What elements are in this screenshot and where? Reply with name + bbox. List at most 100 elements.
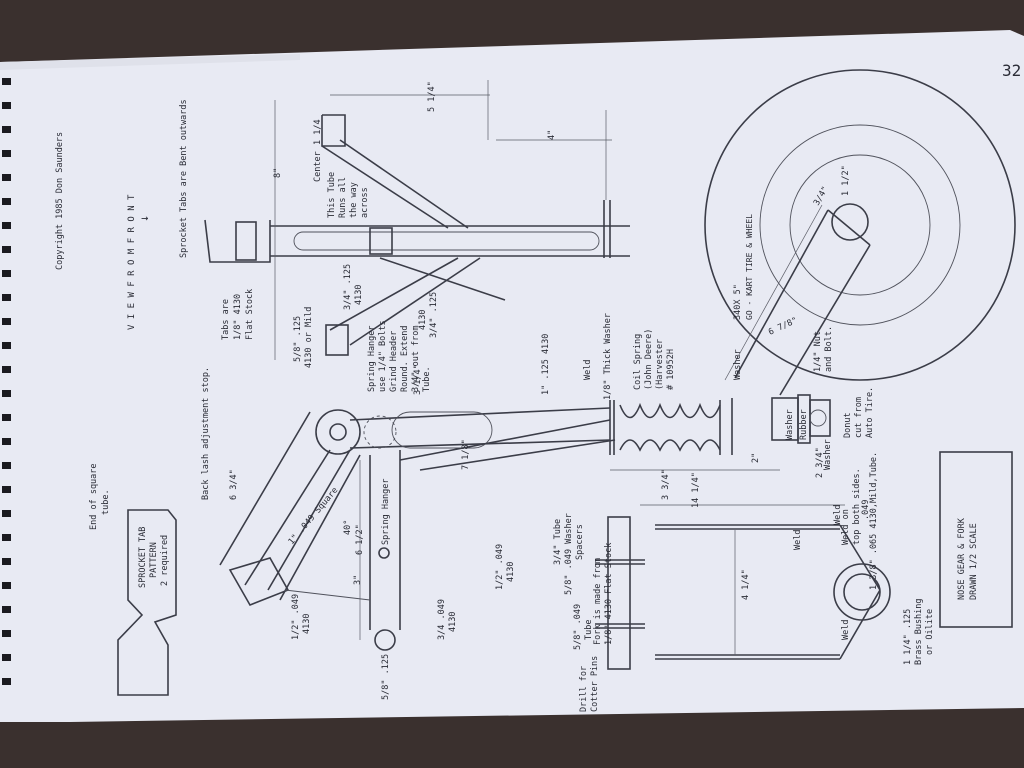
nose-gear-drawing xyxy=(117,69,1016,696)
page-number: 32 xyxy=(1002,61,1021,80)
svg-text:4130 or Mild: 4130 or Mild xyxy=(304,307,314,368)
svg-text:Spring Hanger: Spring Hanger xyxy=(367,325,377,392)
paper-sheet xyxy=(0,30,1024,722)
svg-text:1 3/8" .065 4130,Mild,Tube.: 1 3/8" .065 4130,Mild,Tube. xyxy=(869,452,879,590)
svg-text:6 3/4": 6 3/4" xyxy=(229,469,239,500)
svg-text:Cotter Pins: Cotter Pins xyxy=(590,656,600,712)
svg-text:Weld: Weld xyxy=(841,620,851,640)
svg-text:Drill for: Drill for xyxy=(579,666,589,712)
svg-text:1/8" 4130 Flat Stock: 1/8" 4130 Flat Stock xyxy=(604,543,614,645)
svg-text:Grind Header: Grind Header xyxy=(389,331,399,392)
svg-text:Weld: Weld xyxy=(833,505,843,525)
svg-text:4 1/4": 4 1/4" xyxy=(741,569,751,600)
svg-text:Coil Spring: Coil Spring xyxy=(633,334,643,390)
svg-text:PATTERN: PATTERN xyxy=(149,542,159,578)
svg-text:or Oilite: or Oilite xyxy=(925,609,935,655)
svg-text:1 1/4" .125: 1 1/4" .125 xyxy=(903,609,913,665)
svg-text:4130: 4130 xyxy=(354,285,364,305)
svg-text:340X 5": 340X 5" xyxy=(733,284,743,320)
svg-text:# 10952H: # 10952H xyxy=(666,349,676,390)
svg-text:5/8" .125: 5/8" .125 xyxy=(381,654,391,700)
svg-text:40°: 40° xyxy=(343,520,353,535)
svg-text:Weld: Weld xyxy=(583,360,593,380)
svg-text:2": 2" xyxy=(751,453,761,463)
title-box xyxy=(939,451,1013,628)
svg-text:2 required: 2 required xyxy=(160,535,170,586)
svg-text:End of square: End of square xyxy=(89,463,99,530)
svg-text:14 1/4": 14 1/4" xyxy=(691,472,701,508)
svg-text:7 1/8": 7 1/8" xyxy=(461,439,471,470)
svg-text:Runs all: Runs all xyxy=(338,177,348,218)
svg-text:and Bolt.: and Bolt. xyxy=(824,326,834,372)
spiral-binding xyxy=(2,78,11,685)
svg-text:1 1/4: 1 1/4 xyxy=(313,119,323,145)
view-title: V I E W F R O M F R O N T xyxy=(127,194,137,330)
svg-text:across: across xyxy=(360,187,370,218)
svg-text:2 3/4": 2 3/4" xyxy=(815,447,825,478)
svg-text:1 1/2": 1 1/2" xyxy=(841,165,851,196)
svg-text:cut from: cut from xyxy=(854,397,864,438)
svg-text:Brass Bushing: Brass Bushing xyxy=(914,598,924,665)
svg-text:(Harvester: (Harvester xyxy=(655,339,665,390)
svg-text:Weld on: Weld on xyxy=(841,509,851,545)
svg-text:4130: 4130 xyxy=(448,612,458,632)
svg-text:tube.: tube. xyxy=(101,489,111,515)
svg-text:Round. Extend: Round. Extend xyxy=(400,325,410,392)
svg-text:1/4" Nut: 1/4" Nut xyxy=(813,331,823,372)
svg-text:3": 3" xyxy=(353,575,363,585)
svg-text:5/8" .049 Washer: 5/8" .049 Washer xyxy=(564,513,574,595)
svg-text:GO - KART TIRE & WHEEL: GO - KART TIRE & WHEEL xyxy=(745,214,754,320)
drawing-title: NOSE GEAR & FORK xyxy=(957,517,967,600)
svg-text:Tube.: Tube. xyxy=(422,366,432,392)
svg-text:1/8" 4130: 1/8" 4130 xyxy=(233,294,243,340)
svg-text:1/8" Thick Washer: 1/8" Thick Washer xyxy=(603,313,613,400)
svg-text:the way: the way xyxy=(349,182,359,218)
svg-text:Spacers: Spacers xyxy=(575,524,585,560)
svg-text:Weld: Weld xyxy=(793,530,803,550)
svg-text:Fork is made from: Fork is made from xyxy=(593,558,603,645)
svg-text:1/2" .049: 1/2" .049 xyxy=(291,594,301,640)
svg-text:Rubber: Rubber xyxy=(799,409,809,440)
svg-text:4130: 4130 xyxy=(418,310,428,330)
svg-text:Center: Center xyxy=(313,151,323,182)
svg-text:3 3/4": 3 3/4" xyxy=(661,469,671,500)
copyright: Copyright 1985 Don Saunders xyxy=(55,132,65,270)
svg-text:.049: .049 xyxy=(861,500,871,520)
svg-text:6 1/2": 6 1/2" xyxy=(355,524,365,555)
svg-text:3/4 .049: 3/4 .049 xyxy=(437,599,447,640)
svg-text:This Tube: This Tube xyxy=(327,172,337,218)
svg-text:3 1/4": 3 1/4" xyxy=(413,364,423,395)
svg-text:SPROCKET TAB: SPROCKET TAB xyxy=(138,527,148,588)
svg-text:Tube: Tube xyxy=(584,620,594,640)
svg-text:3/4" .125: 3/4" .125 xyxy=(343,264,353,310)
svg-text:Spring Hanger: Spring Hanger xyxy=(381,478,391,545)
svg-text:1" .125 4130: 1" .125 4130 xyxy=(541,334,551,395)
drawing-scale: DRAWN 1/2 SCALE xyxy=(969,523,979,600)
svg-text:Flat Stock: Flat Stock xyxy=(245,289,255,340)
svg-text:4130: 4130 xyxy=(302,614,312,634)
svg-text:3/4" .125: 3/4" .125 xyxy=(429,292,439,338)
svg-text:5 1/4": 5 1/4" xyxy=(427,81,437,112)
svg-text:3/4" out from: 3/4" out from xyxy=(411,325,421,392)
svg-text:4130: 4130 xyxy=(506,562,516,582)
svg-text:8": 8" xyxy=(273,168,283,178)
svg-text:Washer: Washer xyxy=(785,409,795,440)
svg-text:Donut: Donut xyxy=(843,412,853,438)
svg-text:top both sides.: top both sides. xyxy=(852,468,862,545)
svg-text:Washer: Washer xyxy=(733,349,743,380)
svg-text:1/2" .049: 1/2" .049 xyxy=(495,544,505,590)
svg-text:(John Deere): (John Deere) xyxy=(644,329,654,390)
svg-text:Tabs are: Tabs are xyxy=(221,299,231,340)
svg-text:Auto Tire.: Auto Tire. xyxy=(865,387,875,438)
svg-text:use 1/4" Bolts: use 1/4" Bolts xyxy=(378,320,388,392)
svg-text:3/4" Tube: 3/4" Tube xyxy=(553,519,563,565)
svg-text:Back lash adjustment stop.: Back lash adjustment stop. xyxy=(201,367,211,500)
svg-text:Washer: Washer xyxy=(823,439,833,470)
svg-text:5/8" .125: 5/8" .125 xyxy=(293,316,303,362)
arrow-down: ↓ xyxy=(137,215,151,222)
svg-text:5/8" .049: 5/8" .049 xyxy=(573,604,583,650)
svg-text:Sprocket Tabs are Bent outward: Sprocket Tabs are Bent outwards xyxy=(179,99,189,258)
svg-text:4": 4" xyxy=(547,130,557,140)
